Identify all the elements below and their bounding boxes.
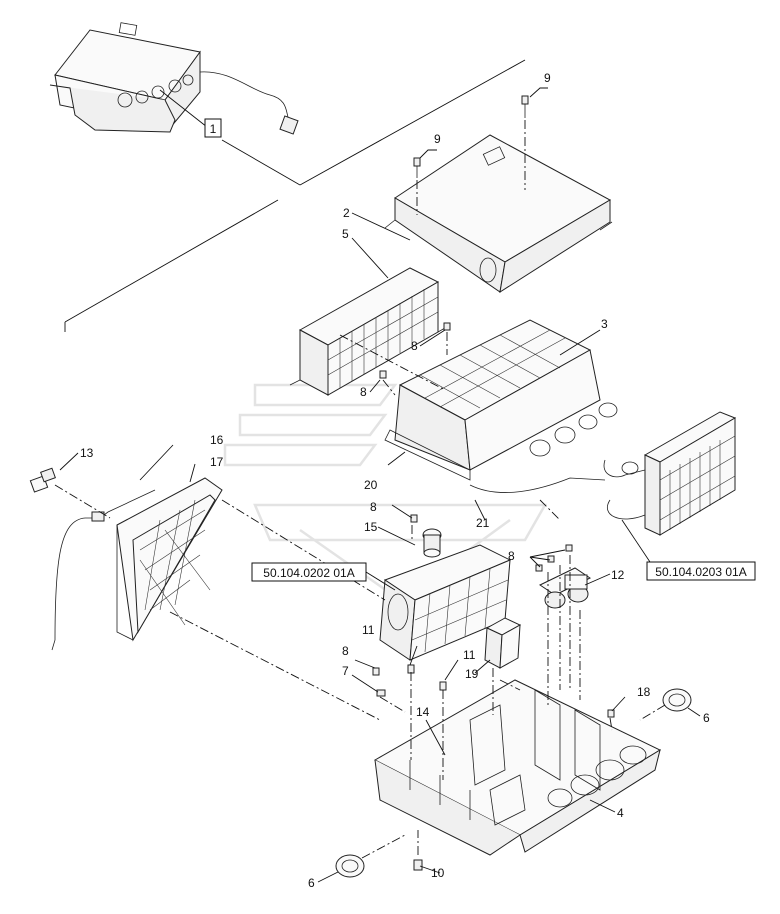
callout-7: 7	[342, 664, 349, 678]
callout-13: 13	[80, 446, 94, 460]
callout-15: 15	[364, 520, 378, 534]
callout-8-base: 8	[342, 644, 349, 658]
side-grille-panel	[289, 237, 446, 396]
callout-20: 20	[364, 478, 378, 492]
grommet-right	[662, 688, 701, 717]
valve-part	[377, 526, 442, 558]
top-cover	[351, 134, 613, 294]
callout-8-grille: 8	[360, 385, 367, 399]
callout-8-bracket: 8	[508, 549, 515, 563]
callout-14: 14	[416, 705, 430, 719]
callout-8-housing: 8	[411, 339, 418, 353]
callout-11-left: 11	[362, 623, 375, 637]
callout-17: 17	[210, 455, 224, 469]
main-housing	[384, 319, 618, 481]
callout-3: 3	[601, 317, 608, 331]
air-filter	[116, 444, 223, 642]
screw-parts	[351, 87, 626, 874]
ref-label-heater[interactable]: 50.104.0203 01A	[655, 565, 746, 579]
lower-base-housing	[373, 679, 662, 856]
callout-21: 21	[476, 516, 490, 530]
control-module	[474, 617, 522, 674]
sensor-wire	[29, 452, 156, 651]
callout-labels: 1 2 3 4 5 6 6 7 8 8 8 8 8 9 9 10 11 11 1…	[80, 71, 710, 890]
ref-label-blower[interactable]: 50.104.0202 01A	[263, 566, 354, 580]
callout-16: 16	[210, 433, 224, 447]
callout-11-right: 11	[463, 648, 476, 662]
blower-assembly	[379, 544, 512, 661]
callout-9-right: 9	[544, 71, 551, 85]
mounting-bracket	[538, 567, 611, 609]
callout-8-valve: 8	[370, 500, 377, 514]
assembled-unit	[49, 22, 299, 135]
section-divider-lines	[64, 59, 526, 332]
callout-1: 1	[210, 122, 217, 136]
callout-10: 10	[431, 866, 445, 880]
grommet-left	[317, 854, 365, 883]
callout-18: 18	[637, 685, 651, 699]
callout-9-left: 9	[434, 132, 441, 146]
callout-6-right: 6	[703, 711, 710, 725]
callout-4: 4	[617, 806, 624, 820]
callout-2: 2	[343, 206, 350, 220]
callout-5: 5	[342, 227, 349, 241]
heater-core	[469, 411, 737, 566]
callout-12: 12	[611, 568, 625, 582]
callout-box-1	[204, 118, 222, 138]
ref-box-heater[interactable]	[646, 561, 756, 581]
callout-19: 19	[465, 667, 479, 681]
callout-6-left: 6	[308, 876, 315, 890]
reference-boxes: 50.104.0202 01A 50.104.0203 01A	[251, 561, 756, 591]
alignment-lines	[54, 120, 666, 859]
